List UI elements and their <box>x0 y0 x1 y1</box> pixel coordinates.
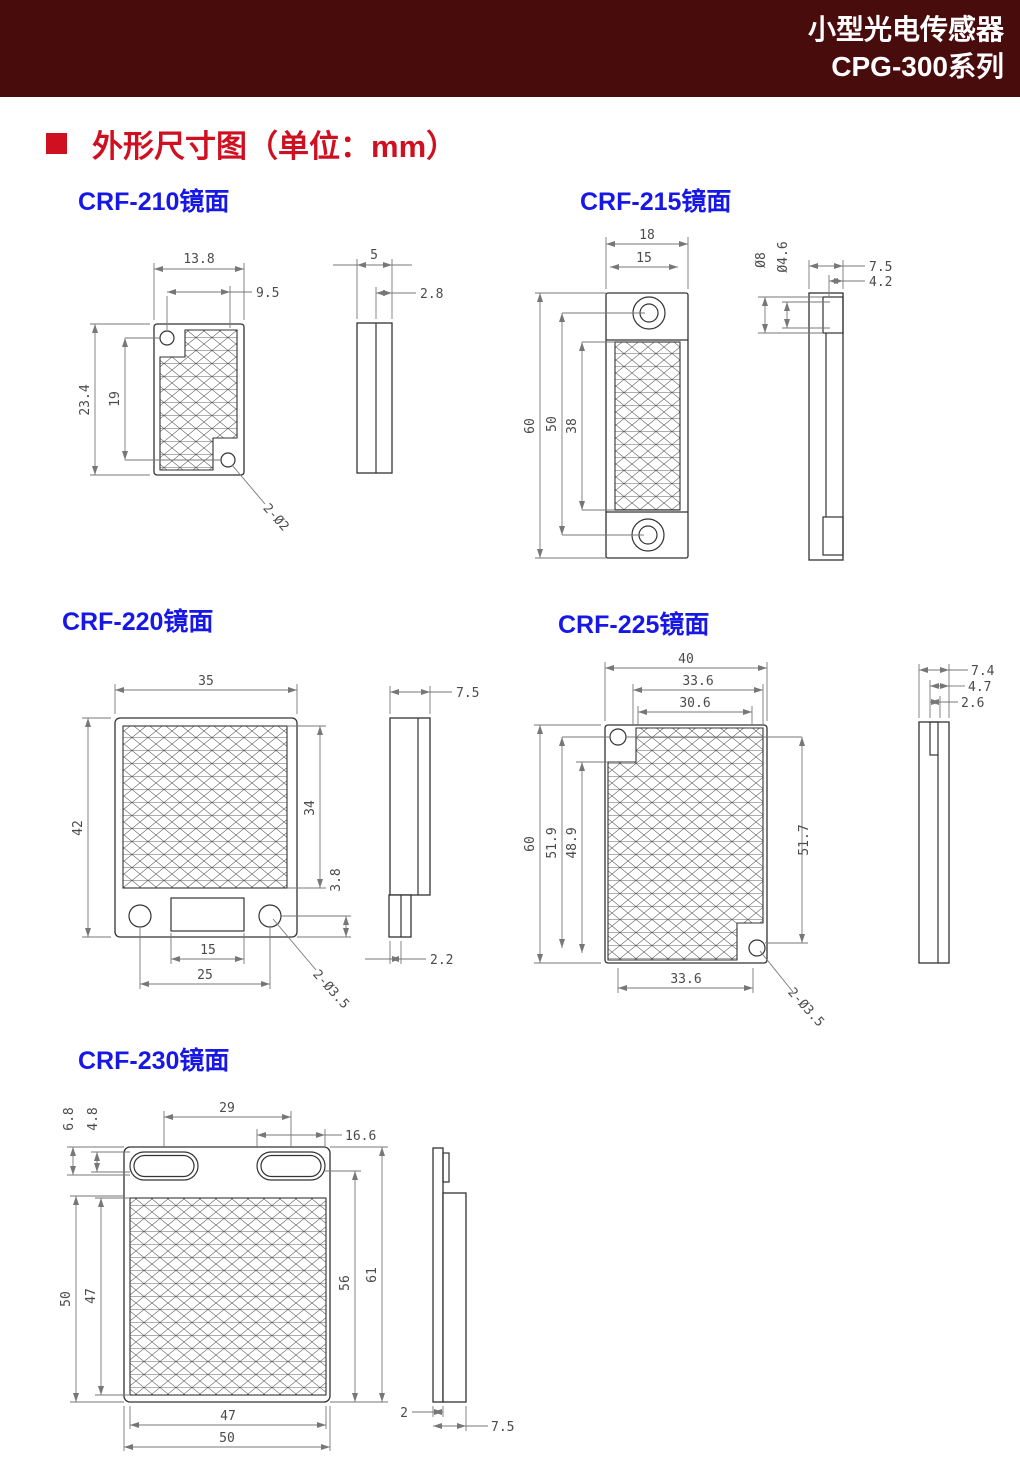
dim-label: 25 <box>197 968 213 983</box>
dim-label: 2-Ø3.5 <box>784 985 827 1030</box>
mounting-slot <box>256 1151 326 1181</box>
dim-label: 38 <box>565 418 580 434</box>
section-title-crf210: CRF-210镜面 <box>78 188 230 216</box>
dim-label: 50 <box>59 1291 74 1307</box>
section-title-crf220: CRF-220镜面 <box>62 608 214 636</box>
reflector-area <box>129 1197 327 1396</box>
section-title-crf225: CRF-225镜面 <box>558 611 710 639</box>
dim-label: 40 <box>678 652 694 667</box>
dim-label: 33.6 <box>682 674 713 689</box>
dim-label: 3.8 <box>329 868 344 891</box>
red-square-bullet-icon <box>46 133 67 154</box>
dim-label: Ø8 <box>754 252 769 268</box>
dim-label: 7.4 <box>971 664 995 679</box>
page-title: 外形尺寸图（单位：mm） <box>46 121 457 166</box>
dim-label: 13.8 <box>183 252 214 267</box>
crf215-side-view: Ø8 Ø4.6 7.5 4.2 <box>754 241 892 561</box>
dim-label: 56 <box>338 1275 353 1291</box>
header-bar: 小型光电传感器 CPG-300系列 <box>0 0 1020 97</box>
mounting-hole <box>748 939 766 957</box>
dim-label: 51.9 <box>545 827 560 858</box>
dim-label: 47 <box>220 1409 236 1424</box>
dim-label: 42 <box>71 820 86 836</box>
dim-label: 51.7 <box>797 824 812 855</box>
header-series-line2: CPG-300系列 <box>831 51 1004 82</box>
dim-label: 2.2 <box>430 953 453 968</box>
reflector-area <box>614 341 681 511</box>
crf225-side-view: 7.4 4.7 2.6 <box>918 664 995 964</box>
drawing-crf220: 35 42 34 3.8 15 25 2-Ø3.5 <box>71 674 479 1012</box>
dim-label: 7.5 <box>869 260 892 275</box>
crf225-front-view: 40 33.6 30.6 60 51.9 48.9 51.7 <box>523 652 827 1030</box>
dim-label: 19 <box>108 391 123 407</box>
drawing-crf230: 29 16.6 6.8 4.8 50 47 56 <box>59 1101 514 1451</box>
dim-label: 4.7 <box>968 680 991 695</box>
dim-label: 61 <box>365 1267 380 1283</box>
reflector-area <box>159 329 238 471</box>
dim-label: 48.9 <box>565 827 580 858</box>
crf230-front-view: 29 16.6 6.8 4.8 50 47 56 <box>59 1101 388 1451</box>
dim-label: 2.6 <box>961 696 984 711</box>
section-title-crf230: CRF-230镜面 <box>78 1047 230 1075</box>
dim-label: 30.6 <box>679 696 710 711</box>
dim-label: 6.8 <box>62 1107 77 1130</box>
reflector-area <box>607 727 764 961</box>
dim-label: 7.5 <box>491 1420 514 1435</box>
dim-label: 23.4 <box>78 384 93 415</box>
dim-label: 15 <box>200 943 216 958</box>
dim-label: Ø4.6 <box>776 241 791 272</box>
dim-label: 34 <box>303 800 318 816</box>
dim-label: 2 <box>400 1406 408 1421</box>
dim-label: 29 <box>219 1101 235 1116</box>
dim-label: 60 <box>523 418 538 434</box>
drawing-crf215: 18 15 60 50 38 Ø8 <box>523 228 892 561</box>
section-title-crf215: CRF-215镜面 <box>580 188 732 216</box>
label-window <box>170 897 245 932</box>
dim-label: 18 <box>639 228 655 243</box>
dim-label: 15 <box>636 251 652 266</box>
dim-label: 33.6 <box>670 972 701 987</box>
reflector-area <box>122 725 288 889</box>
crf220-side-view: 7.5 2.2 <box>365 686 479 968</box>
dim-label: 2-Ø3.5 <box>309 967 352 1012</box>
dim-label: 16.6 <box>345 1129 376 1144</box>
dim-label: 4.8 <box>86 1107 101 1130</box>
dim-label: 2.8 <box>420 287 443 302</box>
crf210-side-view: 5 2.8 <box>333 248 443 474</box>
mounting-hole <box>128 904 152 928</box>
dim-label: 2-Ø2 <box>260 501 292 534</box>
header-product-line1: 小型光电传感器 <box>807 14 1004 45</box>
dim-label: 50 <box>545 416 560 432</box>
crf220-front-view: 35 42 34 3.8 15 25 2-Ø3.5 <box>71 674 352 1012</box>
dim-label: 9.5 <box>256 286 279 301</box>
drawing-crf225: 40 33.6 30.6 60 51.9 48.9 51.7 <box>523 652 995 1030</box>
dim-label: 7.5 <box>456 686 479 701</box>
mounting-slot <box>129 1151 199 1181</box>
crf215-front-view: 18 15 60 50 38 <box>523 228 689 559</box>
dim-label: 50 <box>219 1431 235 1446</box>
dim-label: 5 <box>370 248 378 263</box>
dim-label: 47 <box>84 1288 99 1304</box>
dim-label: 60 <box>523 836 538 852</box>
dim-label: 4.2 <box>869 275 892 290</box>
crf230-side-view: 2 7.5 <box>400 1147 514 1435</box>
dim-label: 35 <box>198 674 214 689</box>
drawing-crf210: 13.8 9.5 23.4 19 2-Ø2 5 <box>78 248 443 534</box>
crf210-front-view: 13.8 9.5 23.4 19 2-Ø2 <box>78 252 292 534</box>
page-title-text: 外形尺寸图（单位：mm） <box>92 129 458 164</box>
